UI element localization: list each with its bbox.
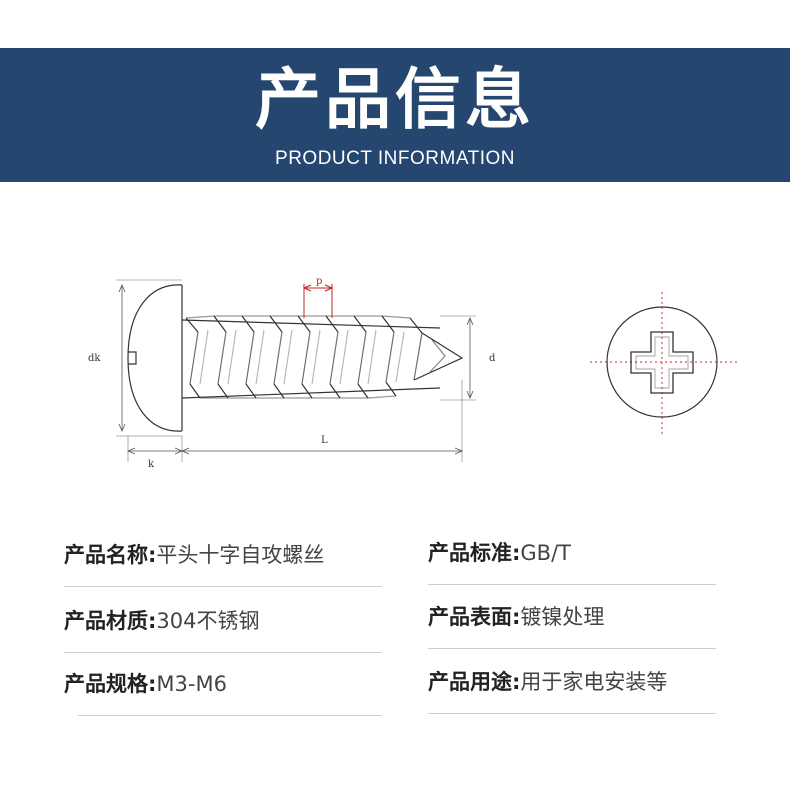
spec-value: 用于家电安装等	[520, 670, 668, 694]
screw-top-view	[590, 292, 738, 434]
divider	[64, 652, 382, 653]
spec-label: 产品材质:	[64, 609, 157, 633]
pitch-marker	[302, 284, 334, 318]
spec-standard: 产品标准:GB/T	[428, 521, 716, 585]
page-subtitle: PRODUCT INFORMATION	[275, 148, 515, 169]
divider	[428, 584, 716, 585]
header-banner	[0, 48, 790, 182]
spec-label: 产品用途:	[428, 670, 521, 694]
page-title: 产品信息	[255, 61, 535, 138]
screw-side-view	[127, 284, 464, 432]
label-head-diameter: dk	[88, 353, 101, 364]
spec-value: M3-M6	[156, 672, 227, 696]
screw-diagram: p dk d L k	[88, 276, 738, 470]
label-head-height: k	[148, 459, 155, 470]
spec-label: 产品表面:	[428, 605, 521, 629]
spec-value: GB/T	[520, 541, 571, 565]
label-pitch: p	[316, 276, 322, 287]
label-thread-diameter: d	[489, 353, 496, 364]
dimension-lines	[116, 279, 476, 462]
spec-label: 产品名称:	[64, 543, 157, 567]
divider	[428, 713, 716, 714]
spec-value: 304不锈钢	[156, 609, 260, 633]
divider	[78, 715, 382, 716]
spec-surface: 产品表面:镀镍处理	[428, 585, 716, 649]
spec-material: 产品材质:304不锈钢	[64, 589, 382, 653]
label-length: L	[321, 435, 328, 446]
spec-product-name: 产品名称:平头十字自攻螺丝	[64, 523, 382, 587]
spec-label: 产品标准:	[428, 541, 521, 565]
spec-usage: 产品用途:用于家电安装等	[428, 650, 716, 714]
spec-value: 镀镍处理	[520, 605, 605, 629]
divider	[64, 586, 382, 587]
spec-size: 产品规格:M3-M6	[64, 652, 382, 716]
spec-value: 平头十字自攻螺丝	[156, 543, 325, 567]
spec-label: 产品规格:	[64, 672, 157, 696]
divider	[428, 648, 716, 649]
